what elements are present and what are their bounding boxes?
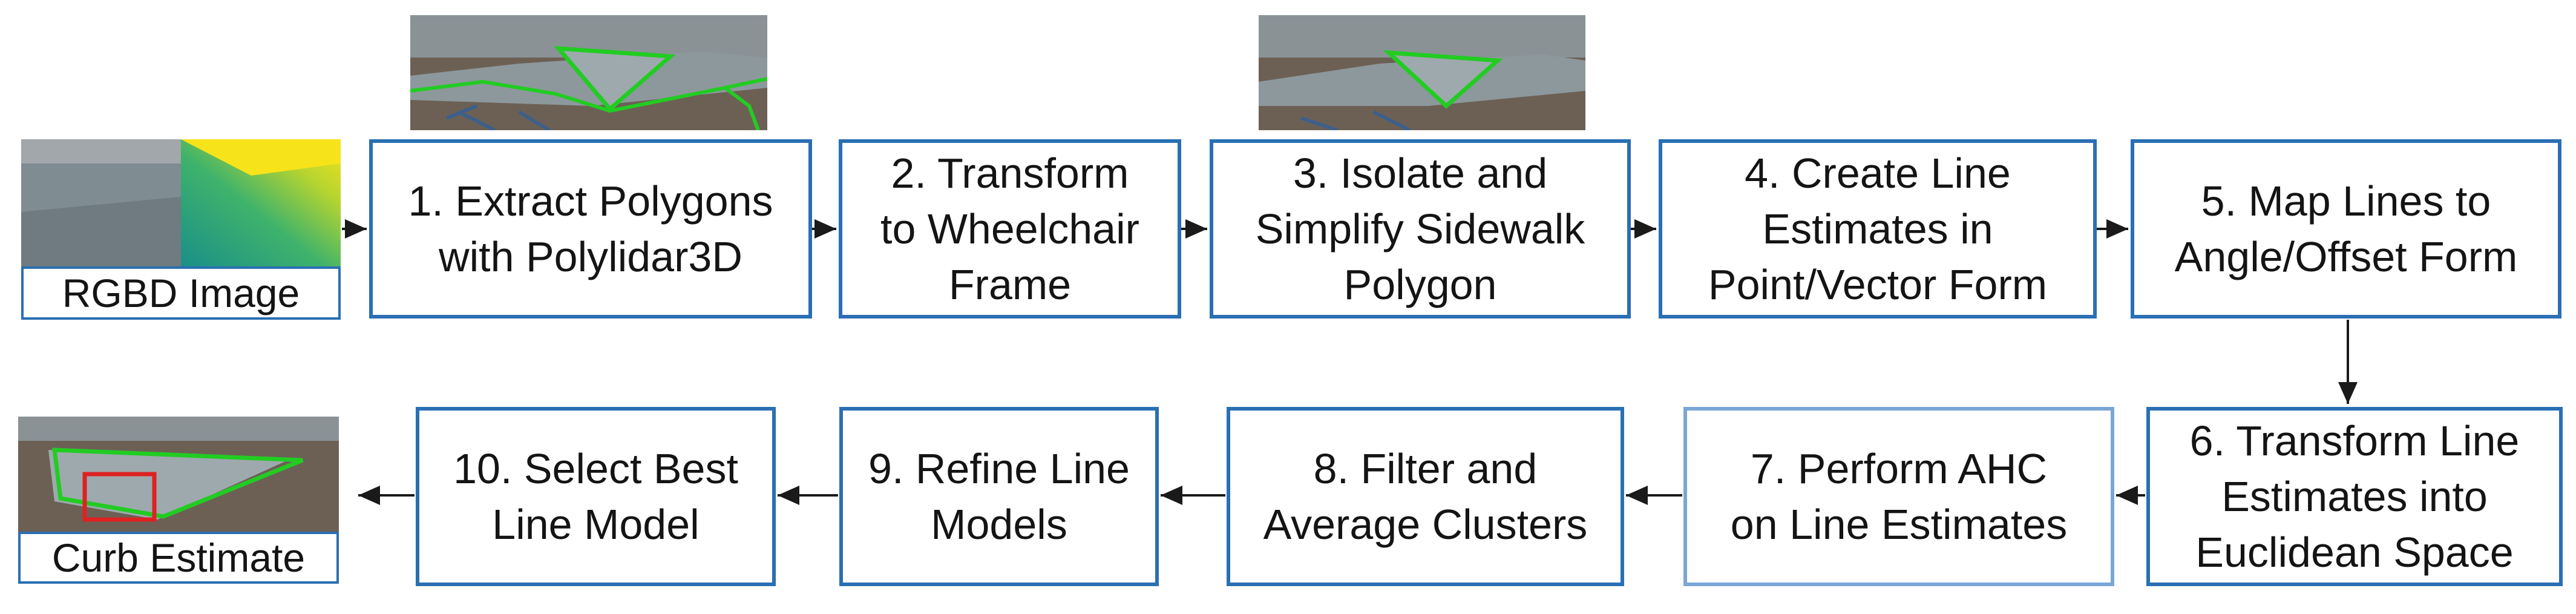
rgbd-input-image	[21, 139, 341, 266]
step-7-perform-ahc: 7. Perform AHC on Line Estimates	[1683, 407, 2114, 586]
curb-estimate-image	[18, 417, 339, 532]
sidewalk-polygon-thumbnail	[1259, 15, 1585, 130]
step-10-select-best: 10. Select Best Line Model	[416, 407, 776, 586]
step-1-label: 1. Extract Polygons with Polylidar3D	[408, 177, 773, 280]
input-label: RGBD Image	[62, 271, 300, 315]
polygon-extraction-thumbnail	[410, 15, 767, 130]
step-10-label: 10. Select Best Line Model	[453, 445, 738, 548]
step-6-label: 6. Transform Line Estimates into Euclide…	[2189, 417, 2520, 576]
step-8-filter-average: 8. Filter and Average Clusters	[1227, 407, 1624, 586]
step-3-label: 3. Isolate and Simplify Sidewalk Polygon	[1255, 150, 1585, 308]
step-1-extract-polygons: 1. Extract Polygons with Polylidar3D	[369, 139, 812, 319]
step-2-label: 2. Transform to Wheelchair Frame	[880, 150, 1139, 308]
step-4-label: 4. Create Line Estimates in Point/Vector…	[1708, 150, 2048, 308]
step-4-create-line-estimates: 4. Create Line Estimates in Point/Vector…	[1659, 139, 2097, 319]
step-8-label: 8. Filter and Average Clusters	[1263, 445, 1588, 548]
step-5-label: 5. Map Lines to Angle/Offset Form	[2174, 177, 2518, 280]
step-6-transform-lines: 6. Transform Line Estimates into Euclide…	[2146, 407, 2563, 586]
step-7-label: 7. Perform AHC on Line Estimates	[1730, 445, 2068, 548]
step-9-label: 9. Refine Line Models	[868, 445, 1130, 548]
output-caption: Curb Estimate	[18, 532, 339, 584]
step-9-refine-models: 9. Refine Line Models	[839, 407, 1159, 586]
output-label: Curb Estimate	[51, 535, 306, 580]
step-2-transform-frame: 2. Transform to Wheelchair Frame	[839, 139, 1181, 319]
step-3-isolate-polygon: 3. Isolate and Simplify Sidewalk Polygon	[1210, 139, 1631, 319]
input-caption: RGBD Image	[21, 266, 341, 320]
step-5-map-lines: 5. Map Lines to Angle/Offset Form	[2131, 139, 2561, 319]
